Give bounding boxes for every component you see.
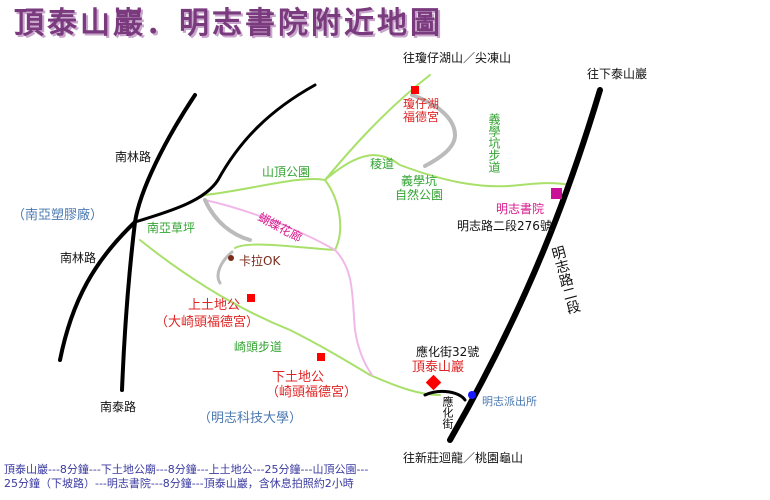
label-yinghua-32: 應化街32號 bbox=[416, 345, 480, 359]
label-shang-tudi: 上土地公 bbox=[188, 298, 241, 313]
label-ridge-trail: 稜道 bbox=[370, 157, 395, 171]
dingtaishan-marker bbox=[425, 374, 442, 391]
trail-ridge-to-academy bbox=[324, 154, 571, 188]
road-yinghua bbox=[423, 389, 467, 402]
label-yixuekeng-park: 義學坑 自然公園 bbox=[395, 174, 444, 202]
label-nanya-factory: （南亞塑膠廠） bbox=[12, 208, 104, 223]
label-qitou-trail: 崎頭步道 bbox=[234, 340, 283, 354]
road-nantai bbox=[120, 220, 137, 392]
path-karaoke bbox=[216, 250, 234, 285]
label-shang-tudi-sub: （大崎頭福德宮） bbox=[155, 315, 260, 330]
qiongzaihu-temple-marker bbox=[411, 86, 419, 94]
road-mingzhi bbox=[447, 87, 603, 443]
trail-park-loop bbox=[324, 179, 342, 251]
shang-tudi-marker bbox=[247, 294, 255, 302]
label-yinghua: 應化街 bbox=[441, 396, 454, 429]
path-nanya-lawn bbox=[203, 198, 252, 242]
label-yixuekeng-trail: 義學坑步道 bbox=[487, 113, 501, 173]
police-marker bbox=[468, 391, 476, 399]
label-nantai: 南泰路 bbox=[100, 400, 137, 414]
trail-karaoke-link bbox=[234, 243, 336, 251]
map-title: 頂泰山巖．明志書院附近地圖 bbox=[14, 6, 443, 41]
label-nanya-lawn: 南亞草坪 bbox=[147, 221, 196, 235]
label-xia-tudi-sub: （崎頭福德宮） bbox=[266, 385, 358, 400]
label-police: 明志派出所 bbox=[482, 395, 537, 408]
label-academy-address: 明志路二段276號 bbox=[457, 219, 552, 233]
xia-tudi-marker bbox=[317, 353, 325, 361]
trail-butterfly bbox=[204, 199, 373, 376]
label-karaoke: 卡拉OK bbox=[239, 254, 281, 268]
route-note-line-1: 頂泰山巖---8分鐘---下土地公廟---8分鐘---上土地公---25分鐘--… bbox=[4, 463, 369, 476]
label-qiongzaihu-temple: 瓊仔湖 福德宮 bbox=[403, 97, 440, 124]
road-nanlin-upper bbox=[133, 93, 197, 224]
karaoke-marker bbox=[228, 255, 234, 261]
label-academy: 明志書院 bbox=[496, 202, 545, 216]
label-mountain-park: 山頂公園 bbox=[262, 165, 311, 179]
academy-marker bbox=[551, 188, 562, 199]
label-to-xiataishan: 往下泰山巖 bbox=[587, 67, 648, 81]
label-university: （明志科技大學） bbox=[198, 411, 303, 426]
path-qiongzaihu bbox=[410, 93, 457, 168]
label-nanlin-1: 南林路 bbox=[115, 150, 152, 164]
road-nanlin-branch bbox=[133, 83, 317, 224]
trail-qitou bbox=[139, 239, 441, 396]
label-dingtaishan: 頂泰山巖 bbox=[412, 360, 465, 375]
label-to-xinzhuang: 往新莊迴龍／桃園龜山 bbox=[403, 451, 524, 465]
road-nanlin-lower bbox=[58, 220, 137, 362]
label-xia-tudi: 下土地公 bbox=[272, 370, 325, 385]
route-note-line-2: 25分鐘（下坡路）---明志書院---8分鐘---頂泰山巖，含休息拍照約2小時 bbox=[4, 477, 354, 490]
label-nanlin-2: 南林路 bbox=[60, 251, 97, 265]
label-to-qiongzaihu: 往瓊仔湖山／尖凍山 bbox=[403, 51, 512, 65]
